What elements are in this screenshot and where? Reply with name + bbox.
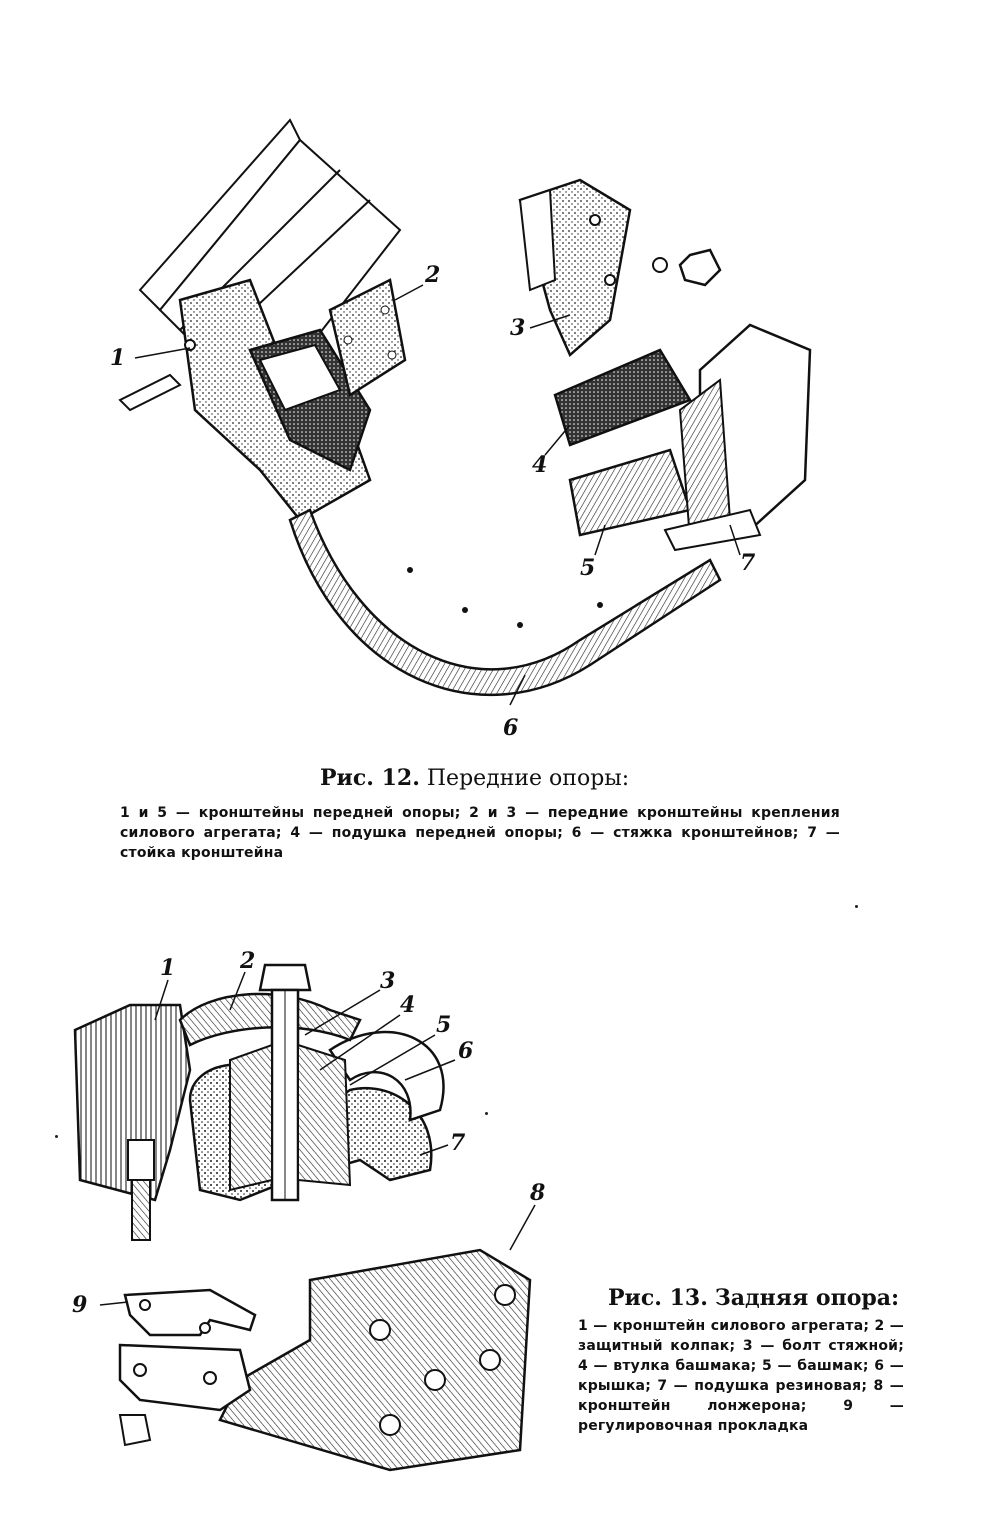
figure-13-illustration: 1 2 3 4 5 6 7 8 9 bbox=[60, 948, 560, 1480]
mount-block-shape bbox=[248, 328, 372, 472]
figure-13-caption-text: 1 — кронштейн силового агрегата; 2 — защ… bbox=[578, 1318, 904, 1434]
label-13-7: 7 bbox=[450, 1130, 466, 1156]
figure-12-number: Рис. 12. bbox=[320, 765, 420, 791]
front-supports-drawing: 1 2 3 4 5 6 7 bbox=[110, 118, 812, 741]
bracket-2-shape bbox=[328, 278, 407, 397]
cap-2-shape bbox=[178, 992, 362, 1047]
upright-7-shape bbox=[663, 323, 812, 552]
bracket-1-body bbox=[73, 1003, 192, 1202]
figure-13-caption-title: Рис. 13. Задняя опора: bbox=[608, 1285, 908, 1311]
figure-13-number: Рис. 13. bbox=[608, 1285, 708, 1311]
label-13-3: 3 bbox=[380, 968, 395, 994]
label-3: 3 bbox=[510, 315, 525, 341]
label-7: 7 bbox=[740, 550, 756, 576]
bracket-3-shape bbox=[518, 178, 722, 358]
shim-9-shape bbox=[118, 1288, 257, 1447]
bushing-shoe-shape bbox=[229, 1043, 352, 1192]
label-4: 4 bbox=[532, 452, 547, 478]
figure-13-title: Задняя опора: bbox=[714, 1285, 900, 1311]
figure-12-caption-title: Рис. 12. Передние опоры: bbox=[320, 765, 740, 791]
figure-12-caption-text: 1 и 5 — кронштейны передней опоры; 2 и 3… bbox=[120, 805, 840, 861]
label-13-6: 6 bbox=[458, 1038, 473, 1064]
bracket-5-shape bbox=[568, 448, 692, 537]
label-13-2: 2 bbox=[239, 948, 255, 974]
rear-support-drawing: 1 2 3 4 5 6 7 8 9 bbox=[72, 948, 545, 1472]
scan-speck bbox=[55, 1135, 58, 1138]
leader-lines-13 bbox=[99, 971, 536, 1306]
label-13-4: 4 bbox=[400, 992, 415, 1018]
label-2: 2 bbox=[424, 262, 440, 288]
cushion-4-shape bbox=[553, 348, 692, 447]
scan-speck bbox=[855, 905, 858, 908]
label-6: 6 bbox=[503, 715, 518, 741]
stud-bolt bbox=[127, 1139, 155, 1241]
label-13-1: 1 bbox=[160, 955, 175, 981]
label-5: 5 bbox=[580, 555, 595, 581]
label-13-9: 9 bbox=[72, 1292, 87, 1318]
label-13-5: 5 bbox=[436, 1012, 451, 1038]
label-13-8: 8 bbox=[529, 1180, 545, 1206]
label-1: 1 bbox=[110, 345, 125, 371]
leader-lines bbox=[134, 284, 741, 706]
tie-bar-6-shape bbox=[288, 508, 722, 697]
figure-12-illustration: 1 2 3 4 5 6 7 bbox=[100, 110, 820, 750]
cover-6-shape bbox=[328, 1030, 445, 1122]
figure-12-title: Передние опоры: bbox=[426, 766, 630, 791]
scan-speck bbox=[485, 1112, 488, 1115]
bracket-8-shape bbox=[218, 1248, 532, 1472]
